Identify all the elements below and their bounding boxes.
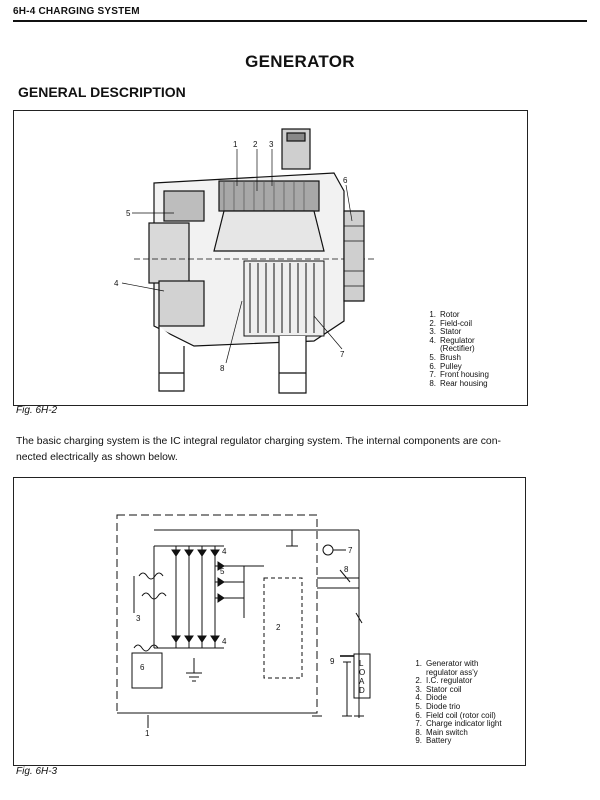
legend-item: 7.Front housing [429,370,489,380]
legend-item: 9.Battery [415,736,452,746]
load-letter: O [359,668,365,677]
page-header: 6H-4 CHARGING SYSTEM [13,6,587,22]
legend-item: (Rectifier) [440,344,475,354]
generator-boundary [116,514,318,714]
figure1-legend: 1.Rotor 2.Field-coil 3.Stator 4.Regulato… [424,310,489,388]
main-switch [339,569,351,583]
figure1-caption: Fig. 6H-2 [16,405,58,416]
rear-housing-fins [243,260,325,337]
section-heading: GENERAL DESCRIPTION [18,84,186,100]
callout-1: 1 [145,729,150,738]
legend-item: 1.Rotor [429,310,460,319]
callout-7: 7 [340,350,345,359]
legend-item: 1.Generator with [415,659,479,668]
callout-2: 2 [276,623,281,632]
callout-3: 3 [136,614,141,623]
figure2-caption: Fig. 6H-3 [16,766,58,777]
stator-core [218,180,320,212]
figure-charging-circuit: 1 2 3 4 4 5 6 7 8 9 L O A D [13,477,526,766]
callout-4-top: 4 [222,547,227,556]
legend-item: 4.Regulator [429,335,475,345]
callout-5: 5 [126,209,131,218]
regulator-box [263,577,303,679]
callout-4-bottom: 4 [222,637,227,646]
legend-item: 7.Charge indicator light [415,719,502,729]
page-title: GENERATOR [245,52,355,71]
load-letter: L [359,659,364,668]
legend-item: 6.Pulley [429,361,462,371]
load-box [353,653,371,699]
stator-coil [138,572,164,580]
legend-item: 4.Diode [415,693,447,703]
legend-item: 3.Stator [429,327,462,337]
legend-item: 2.I.C. regulator [415,676,473,686]
callout-3: 3 [269,140,274,149]
figure2-legend: 1.Generator with regulator ass'y 2.I.C. … [410,659,502,746]
callout-9: 9 [330,657,335,666]
legend-item: 3.Stator coil [415,684,462,694]
callout-1: 1 [233,140,238,149]
rotor [213,210,325,252]
legend-item: 8.Rear housing [429,378,488,388]
pulley [343,210,365,302]
field-coil [133,644,159,652]
legend-item: 8.Main switch [415,727,468,737]
legend-item: regulator ass'y [426,667,478,677]
charging-circuit-diagram: 1 2 3 4 4 5 6 7 8 9 L O A D [116,514,371,738]
legend-item: 2.Field-coil [429,318,473,328]
legend-item: 6.Field coil (rotor coil) [415,710,496,720]
callout-4: 4 [114,279,119,288]
charge-indicator-light [322,544,334,556]
callout-8: 8 [344,565,349,574]
callout-5: 5 [220,567,225,576]
load-letter: D [359,686,365,695]
body-paragraph: The basic charging system is the IC inte… [16,436,501,463]
callout-7: 7 [348,546,353,555]
legend-item: 5.Diode trio [415,701,461,711]
callout-6: 6 [140,663,145,672]
callout-6: 6 [343,176,348,185]
brush-holder [148,222,190,284]
header-section-label: 6H-4 CHARGING SYSTEM [13,6,140,17]
generator-cutaway-drawing: 1 2 3 4 5 6 7 8 [114,128,374,394]
legend-item: 5.Brush [429,352,461,362]
callout-2: 2 [253,140,258,149]
figure-generator-cutaway: 1 2 3 4 5 6 7 8 [13,110,528,406]
regulator [158,280,205,327]
load-letter: A [359,677,365,686]
callout-8: 8 [220,364,225,373]
header-rule [13,20,587,22]
